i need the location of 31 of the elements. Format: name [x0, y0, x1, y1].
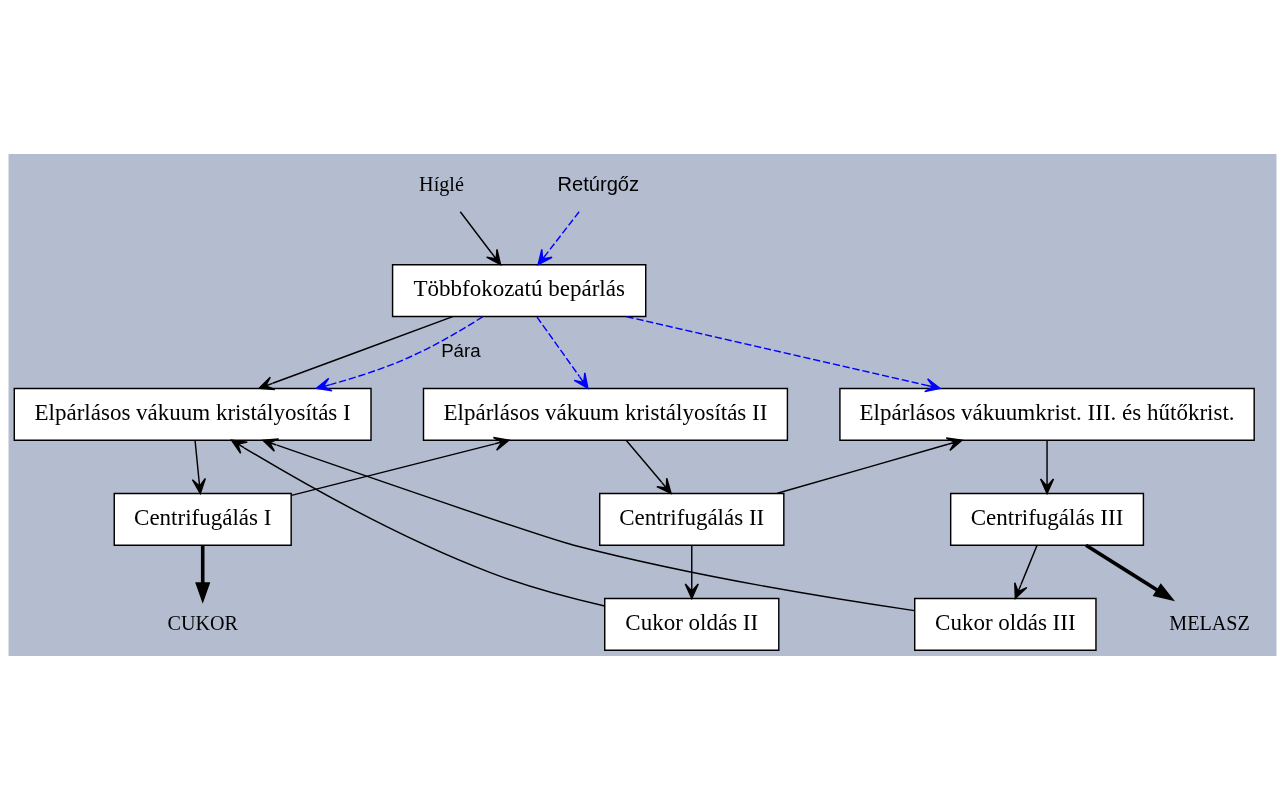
- node-text: Híglé: [419, 172, 464, 195]
- node-text: MELASZ: [1169, 611, 1250, 634]
- arrow: [191, 439, 207, 495]
- node-text: CUKOR: [167, 611, 238, 634]
- arrow: [1039, 439, 1055, 495]
- node-box: Centrifugálás II: [599, 492, 785, 546]
- arrow: [625, 439, 672, 495]
- node-box: Cukor oldás III: [914, 597, 1097, 651]
- edge-label: Pára: [441, 340, 481, 362]
- node-box: Elpárlásos vákuum kristályosítás II: [422, 387, 789, 441]
- node-box: Centrifugálás III: [949, 492, 1145, 546]
- arrow: [195, 545, 211, 604]
- node-box: Elpárlásos vákuum kristályosítás I: [13, 387, 372, 441]
- arrow: [684, 544, 699, 600]
- node-box: Cukor oldás II: [604, 597, 780, 651]
- arrow: [290, 436, 510, 497]
- arrow: [536, 316, 589, 390]
- node-box: Elpárlásos vákuumkrist. III. és hűtőkrist.: [839, 387, 1255, 441]
- arrow: [315, 316, 484, 392]
- node-box: Többfokozatú bepárlás: [391, 264, 647, 318]
- arrow: [262, 438, 916, 612]
- arrow: [537, 211, 580, 266]
- arrow: [776, 437, 963, 495]
- arrow: [258, 315, 454, 391]
- arrow: [625, 315, 941, 393]
- arrow: [230, 439, 606, 607]
- arrow: [459, 211, 502, 266]
- node-box: Centrifugálás I: [113, 492, 292, 546]
- arrow: [1085, 543, 1176, 602]
- node-text: Retúrgőz: [557, 172, 640, 195]
- arrow: [1014, 544, 1038, 600]
